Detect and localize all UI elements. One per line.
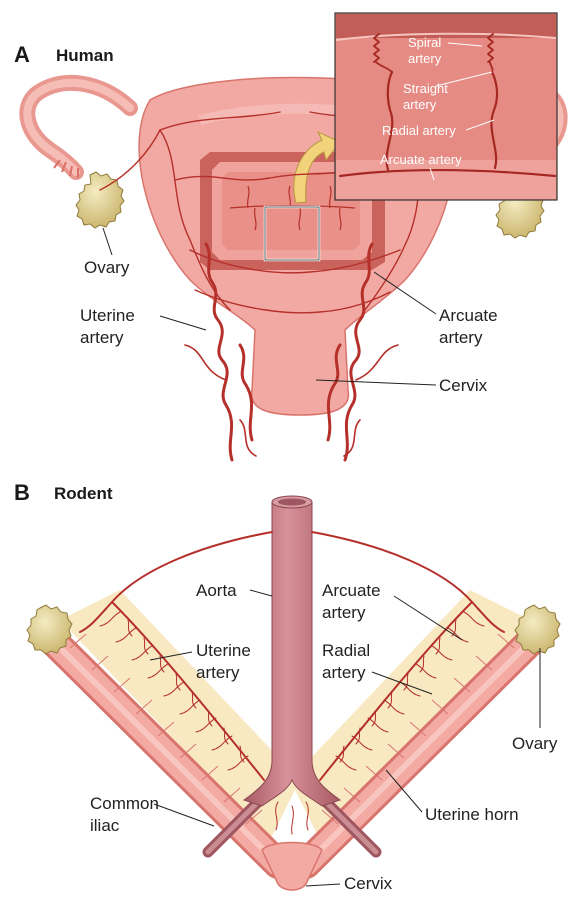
label-ovary-b: Ovary [512,734,558,753]
label-cervix-b: Cervix [344,874,393,893]
inset-panel: Spiral artery Straight artery Radial art… [335,13,557,200]
label-uterine-b-1: Uterine [196,641,251,660]
label-uterine-artery-a-1: Uterine [80,306,135,325]
label-common-iliac-1: Common [90,794,159,813]
label-uterine-artery-a-2: artery [80,328,124,347]
inset-spiral-label-1: Spiral [408,35,441,50]
label-uterine-horn: Uterine horn [425,805,519,824]
inset-radial-label: Radial artery [382,123,456,138]
rodent-right-ovary [515,605,560,654]
label-cervix-a: Cervix [439,376,488,395]
label-common-iliac-2: iliac [90,816,120,835]
leader-uterine-artery-a [160,316,206,330]
inset-arcuate-label: Arcuate artery [380,152,462,167]
inset-straight-label-2: artery [403,97,437,112]
label-arcuate-artery-a-2: artery [439,328,483,347]
leader-cervix-b [306,884,340,886]
inset-straight-label-1: Straight [403,81,448,96]
label-arcuate-b-1: Arcuate [322,581,381,600]
panel-b-title: Rodent [54,484,113,503]
label-aorta: Aorta [196,581,237,600]
panel-b: B Rodent [14,480,560,893]
label-radial-b-1: Radial [322,641,370,660]
panel-a-letter: A [14,42,30,67]
rodent-left-ovary [27,605,72,654]
panel-a-title: Human [56,46,114,65]
inset-spiral-label-2: artery [408,51,442,66]
label-ovary-a: Ovary [84,258,130,277]
label-uterine-b-2: artery [196,663,240,682]
panel-b-letter: B [14,480,30,505]
label-arcuate-b-2: artery [322,603,366,622]
panel-a: A Human [14,13,560,460]
leader-ovary-a [103,228,112,255]
rodent-cervix [262,843,322,891]
leader-aorta [250,590,272,596]
label-arcuate-artery-a-1: Arcuate [439,306,498,325]
label-radial-b-2: artery [322,663,366,682]
